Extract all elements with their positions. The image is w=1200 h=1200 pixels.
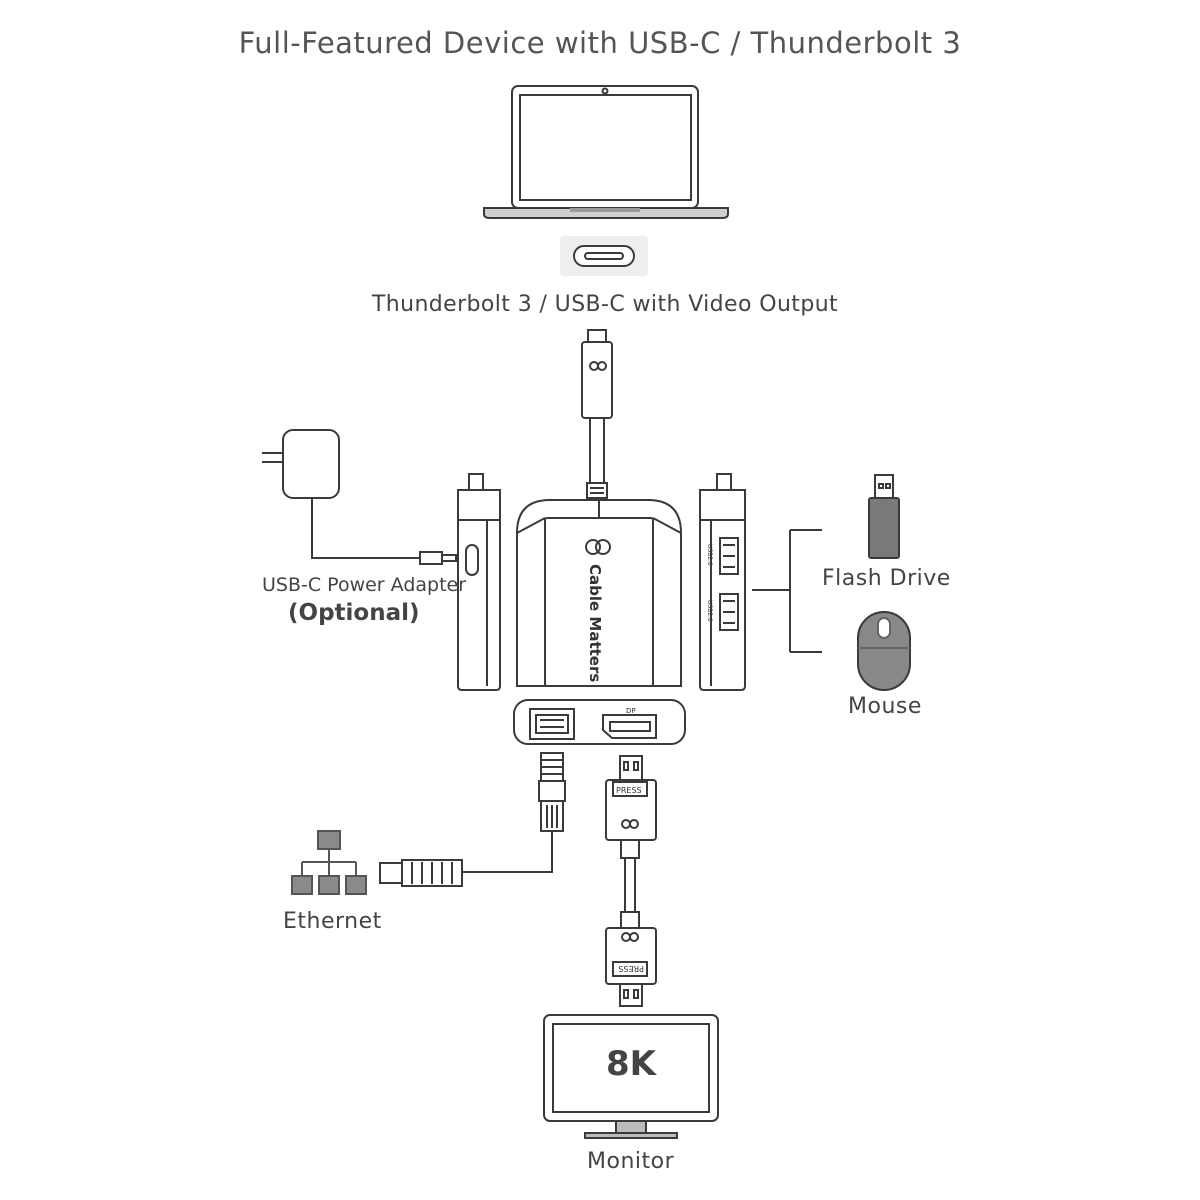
dp-port-label: DP <box>626 707 636 715</box>
displayport-port-icon <box>602 714 657 739</box>
network-icon <box>291 830 367 895</box>
monitor-screen-text: 8K <box>606 1044 658 1084</box>
usb-a-port-icon <box>719 593 739 631</box>
adapter-logo-icon <box>585 539 611 555</box>
usb-a-port-icon <box>719 537 739 575</box>
usb-port-label-2: USB2.0 <box>706 600 713 622</box>
usb-c-port-icon <box>560 236 648 276</box>
mouse-icon <box>857 611 911 691</box>
adapter-right-side <box>699 473 746 691</box>
monitor-label: Monitor <box>587 1149 675 1174</box>
monitor-icon <box>543 1014 719 1139</box>
adapter-port-side <box>513 699 686 745</box>
power-adapter-optional-label: (Optional) <box>288 600 420 626</box>
ethernet-port-icon <box>529 708 575 740</box>
mouse-label: Mouse <box>848 694 922 719</box>
press-label-upper: PRESS <box>616 786 642 795</box>
port-label: Thunderbolt 3 / USB-C with Video Output <box>371 292 839 317</box>
device-bracket <box>752 529 822 653</box>
power-adapter-icon <box>262 429 457 565</box>
ethernet-cable <box>379 752 566 887</box>
adapter-body <box>516 499 682 687</box>
adapter-brand-text: Cable Matters <box>586 564 604 682</box>
flash-drive-icon <box>868 474 900 559</box>
displayport-cable <box>605 755 657 1007</box>
diagram-title: Full-Featured Device with USB-C / Thunde… <box>238 26 962 60</box>
cable-matters-logo-icon <box>589 361 607 371</box>
usb-port-label-1: USB2.0 <box>706 544 713 566</box>
laptop-icon <box>483 85 729 219</box>
adapter-left-side <box>457 473 501 691</box>
power-adapter-label: USB-C Power Adapter <box>262 574 467 596</box>
flash-drive-label: Flash Drive <box>822 566 951 591</box>
cable-matters-logo-icon <box>621 819 639 829</box>
cable-matters-logo-icon <box>621 932 639 942</box>
usb-c-cable-plug <box>581 329 613 499</box>
press-label-lower: PRESS <box>618 964 644 973</box>
ethernet-label: Ethernet <box>283 909 382 934</box>
